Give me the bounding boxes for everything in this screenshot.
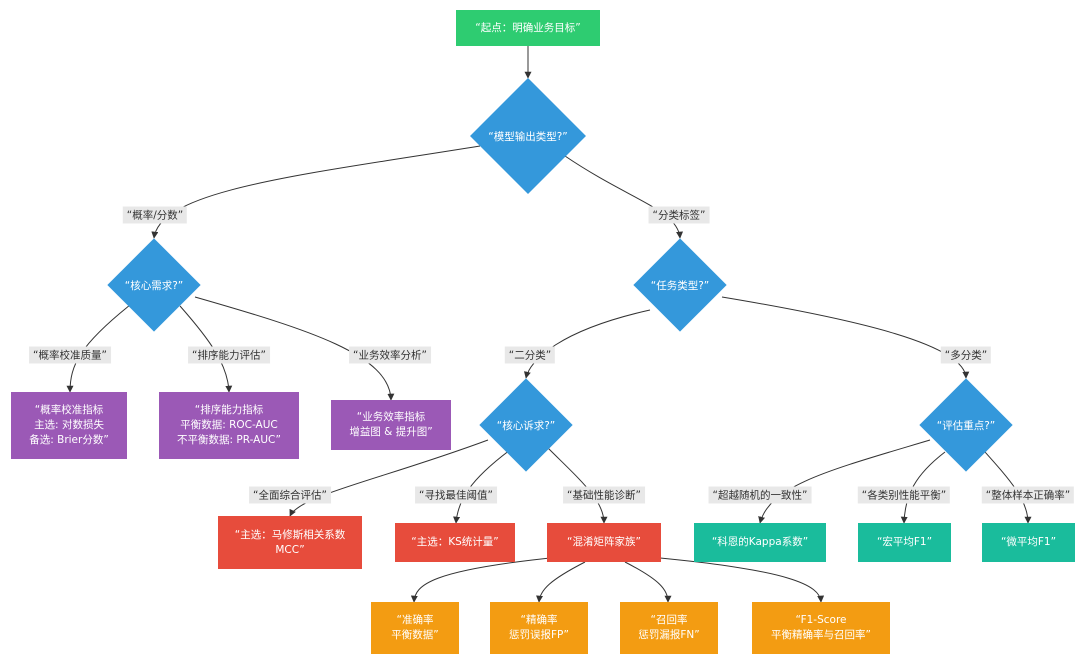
edge-label-basic: “基础性能诊断”	[563, 486, 645, 504]
calib-line-3: 备选: Brier分数”	[29, 434, 109, 446]
ks-label: “主选：KS统计量”	[411, 536, 499, 548]
biz-metric-node: “业务效率指标 增益图 & 提升图”	[331, 400, 451, 450]
edge-conf-prec	[536, 561, 586, 603]
edge-label-multi: “多分类”	[940, 346, 992, 364]
edge-label-threshold: “寻找最佳阈值”	[415, 486, 497, 504]
micro-f1-label: “微平均F1”	[1000, 536, 1057, 548]
accuracy-line-2: 平衡数据”	[391, 629, 439, 641]
mcc-node: “主选：马修斯相关系数 MCC”	[218, 516, 362, 569]
mcc-line-2: MCC”	[275, 543, 305, 556]
recall-node: “召回率 惩罚漏报FN”	[620, 602, 718, 654]
calib-line-1: “概率校准指标	[34, 404, 104, 416]
start-node: “起点：明确业务目标”	[456, 10, 600, 46]
confusion-label: “混淆矩阵家族”	[567, 536, 641, 548]
start-node-label: “起点：明确业务目标”	[475, 21, 581, 34]
decision-model-type: “模型输出类型?”	[470, 78, 586, 194]
f1-score-line-2: 平衡精确率与召回率”	[771, 629, 871, 641]
precision-line-2: 惩罚误报FP”	[508, 629, 569, 641]
kappa-label: “科恩的Kappa系数”	[711, 536, 809, 548]
edge-label-biz-eff: “业务效率分析”	[349, 346, 431, 364]
edge-label-rank-eval: “排序能力评估”	[188, 346, 270, 364]
macro-f1-label: “宏平均F1”	[876, 536, 933, 548]
edge-focus-kappa	[758, 439, 931, 524]
mcc-line-1: “主选：马修斯相关系数	[234, 528, 346, 541]
decision-core-appeal-label: “核心诉求?”	[496, 419, 556, 432]
rank-line-3: 不平衡数据: PR-AUC”	[177, 434, 281, 446]
edge-label-class-label: “分类标签”	[648, 206, 710, 224]
edge-label-overall: “全面综合评估”	[249, 486, 331, 504]
decision-core-need-label: “核心需求?”	[124, 279, 184, 292]
recall-line-1: “召回率	[650, 614, 688, 626]
edge-focus-macro	[900, 451, 946, 524]
decision-task-type-label: “任务类型?”	[650, 279, 710, 292]
f1-score-node: “F1-Score 平衡精确率与召回率”	[752, 602, 890, 654]
precision-line-1: “精确率	[520, 614, 558, 626]
edge-task-multi	[721, 296, 970, 379]
kappa-node: “科恩的Kappa系数”	[694, 523, 826, 562]
edge-model-class	[564, 155, 684, 239]
macro-f1-node: “宏平均F1”	[858, 523, 951, 562]
biz-line-2: 增益图 & 提升图”	[349, 426, 433, 438]
accuracy-line-1: “准确率	[396, 614, 434, 626]
edge-conf-f1	[649, 556, 825, 603]
decision-eval-focus: “评估重点?”	[919, 378, 1013, 472]
ks-node: “主选：KS统计量”	[395, 523, 515, 562]
calib-metric-node: “概率校准指标 主选: 对数损失 备选: Brier分数”	[11, 392, 127, 459]
precision-node: “精确率 惩罚误报FP”	[490, 602, 588, 654]
edge-label-prob-score: “概率/分数”	[122, 206, 188, 224]
decision-core-appeal: “核心诉求?”	[479, 378, 573, 472]
decision-model-type-label: “模型输出类型?”	[488, 130, 568, 143]
decision-eval-focus-label: “评估重点?”	[936, 419, 996, 432]
biz-line-1: “业务效率指标	[356, 411, 426, 423]
rank-metric-node: “排序能力指标 平衡数据: ROC-AUC 不平衡数据: PR-AUC”	[159, 392, 299, 459]
edge-label-calib-quality: “概率校准质量”	[29, 346, 111, 364]
edge-model-prob	[151, 145, 481, 239]
decision-core-need: “核心需求?”	[107, 238, 201, 332]
decision-task-type: “任务类型?”	[633, 238, 727, 332]
edge-label-overall-acc: “整体样本正确率”	[981, 486, 1075, 504]
f1-score-line-1: “F1-Score	[795, 614, 847, 626]
edge-appeal-mcc	[289, 439, 489, 517]
edge-label-beyond-random: “超越随机的一致性”	[708, 486, 812, 504]
edge-conf-recall	[624, 561, 672, 603]
rank-line-2: 平衡数据: ROC-AUC	[180, 419, 278, 431]
calib-line-2: 主选: 对数损失	[34, 419, 104, 431]
edge-core-biz	[194, 296, 395, 401]
edge-task-binary	[523, 309, 651, 379]
confusion-node: “混淆矩阵家族”	[547, 523, 661, 562]
edge-label-binary: “二分类”	[504, 346, 556, 364]
micro-f1-node: “微平均F1”	[982, 523, 1075, 562]
edge-conf-acc	[410, 556, 561, 603]
edge-label-per-class: “各类别性能平衡”	[857, 486, 951, 504]
rank-line-1: “排序能力指标	[194, 404, 264, 416]
recall-line-2: 惩罚漏报FN”	[638, 629, 700, 641]
accuracy-node: “准确率 平衡数据”	[371, 602, 459, 654]
